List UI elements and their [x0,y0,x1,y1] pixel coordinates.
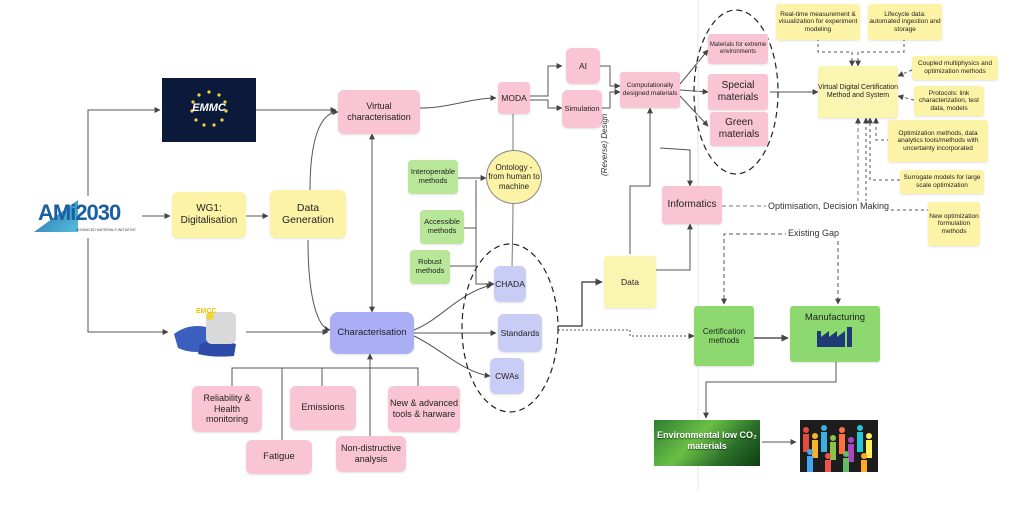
green-materials-node: Green materials [710,112,768,146]
manufacturing-node: Manufacturing [790,306,880,362]
ai-node: AI [566,48,600,84]
people-crowd-icon [803,425,872,472]
connector-group-cert [558,329,695,339]
connector-coupled-vdc [897,69,913,77]
reliability-node: Reliability & Health monitoring [192,386,262,432]
connector-ai-comp [600,65,621,89]
data-node: Data [604,256,656,308]
connector-ami-emmc [87,107,161,196]
coupled-multiphysics-note: Coupled multiphysics and optimization me… [912,56,998,80]
realtime-measurement-note: Real-time measurement & visualization fo… [776,4,860,40]
factory-icon [817,327,852,348]
connector-gap-cert [721,233,838,305]
moda-node: MODA [498,82,530,114]
virtual-characterisation-node: Virtual characterisation [338,90,420,134]
cwas-node: CWAs [490,358,524,394]
connector-char-chada [413,283,493,331]
existing-gap-label: Existing Gap [786,228,842,238]
connector-comp-informatics [659,147,693,187]
manufacturing-label: Manufacturing [804,312,866,323]
emmc-logo: EMMC [162,78,256,142]
connector-moda-ai [530,63,563,97]
connector-data-informatics [656,223,693,271]
robust-methods-node: Robust methods [410,250,450,284]
emcc-logo: EMCC [170,304,246,358]
connector-datagen-virtual [309,109,339,191]
connector-moda-sim [530,99,563,111]
ami2030-logo-text: AMi2030 [38,200,121,225]
puzzle-icon [174,312,236,357]
new-tools-node: New & advanced tools & harware [388,386,460,432]
informatics-node: Informatics [662,186,722,224]
reverse-design-label: (Reverse) Design [600,113,609,176]
protocols-note: Protocols: link characterization, test d… [914,86,984,116]
connector-access-ontology [464,180,477,229]
environmental-materials-image: Environmental low CO₂ materials [654,420,760,466]
emmc-logo-text: EMMC [192,102,226,114]
connector-surrogate-vdc [867,117,900,181]
eu-stars-icon [190,90,228,127]
ami2030-logo: AMi2030 ADVANCED MATERIALS INITIATIVE [34,194,144,240]
connector-data-comp [629,107,653,254]
people-image [800,420,878,472]
fatigue-node: Fatigue [246,440,312,474]
accessible-methods-node: Accessible methods [420,210,464,244]
optimisation-label: Optimisation, Decision Making [766,201,892,211]
non-destructive-node: Non-distructive analysis [336,436,406,472]
interoperable-methods-node: Interoperable methods [408,160,458,194]
connector-sim-comp [600,89,621,109]
simulation-node: Simulation [562,90,602,128]
connector-datagen-char [307,239,331,333]
lifecycle-data-note: Lifecycle data: automated ingestion and … [868,4,942,40]
chada-node: CHADA [494,266,526,302]
emissions-node: Emissions [290,386,356,430]
surrogate-models-note: Surrogate models for large scale optimiz… [900,170,984,194]
computationally-designed-node: Computationally designed materials [620,72,680,108]
data-generation-node: Data Generation [270,190,346,238]
materials-extreme-node: Materials for extreme environments [708,34,768,64]
virtual-digital-certification-node: Virtual Digital Certification Method and… [818,66,898,118]
connector-comp-extreme [679,49,709,85]
connector-char-cwas [413,335,491,379]
standards-node: Standards [498,314,542,352]
standards-group-ellipse [461,243,559,413]
connector-comp-green [679,95,709,127]
materials-group-ellipse [693,9,779,175]
optimization-methods-note: Optimization methods, data analytics too… [888,120,988,162]
special-materials-node: Special materials [708,74,768,110]
ami2030-logo-subtitle: ADVANCED MATERIALS INITIATIVE [76,228,136,232]
wg1-digitalisation-node: WG1: Digitalisation [172,192,246,238]
connector-manuf-env [703,362,837,419]
connector-virtual-moda [419,95,497,109]
ontology-node: Ontology - from human to machine [486,150,542,204]
certification-methods-node: Certification methods [694,306,754,366]
connector-group-data [558,278,603,327]
connector-methods-chada [475,228,495,287]
connector-optim-vdc [873,117,890,141]
characterisation-node: Characterisation [330,312,414,354]
emcc-logo-text: EMCC [196,308,217,315]
new-optimization-note: New optimization formulation methods [928,202,980,246]
connector-bottom-bus [231,367,419,386]
connector-protocols-vdc [897,94,915,101]
connector-ami-emcc [87,238,169,335]
connector-ontology-chada [511,203,514,271]
environmental-materials-label: Environmental low CO₂ materials [656,430,757,451]
connector-realtime-vdc [817,38,855,67]
connector-lifecycle-vdc [855,38,905,67]
